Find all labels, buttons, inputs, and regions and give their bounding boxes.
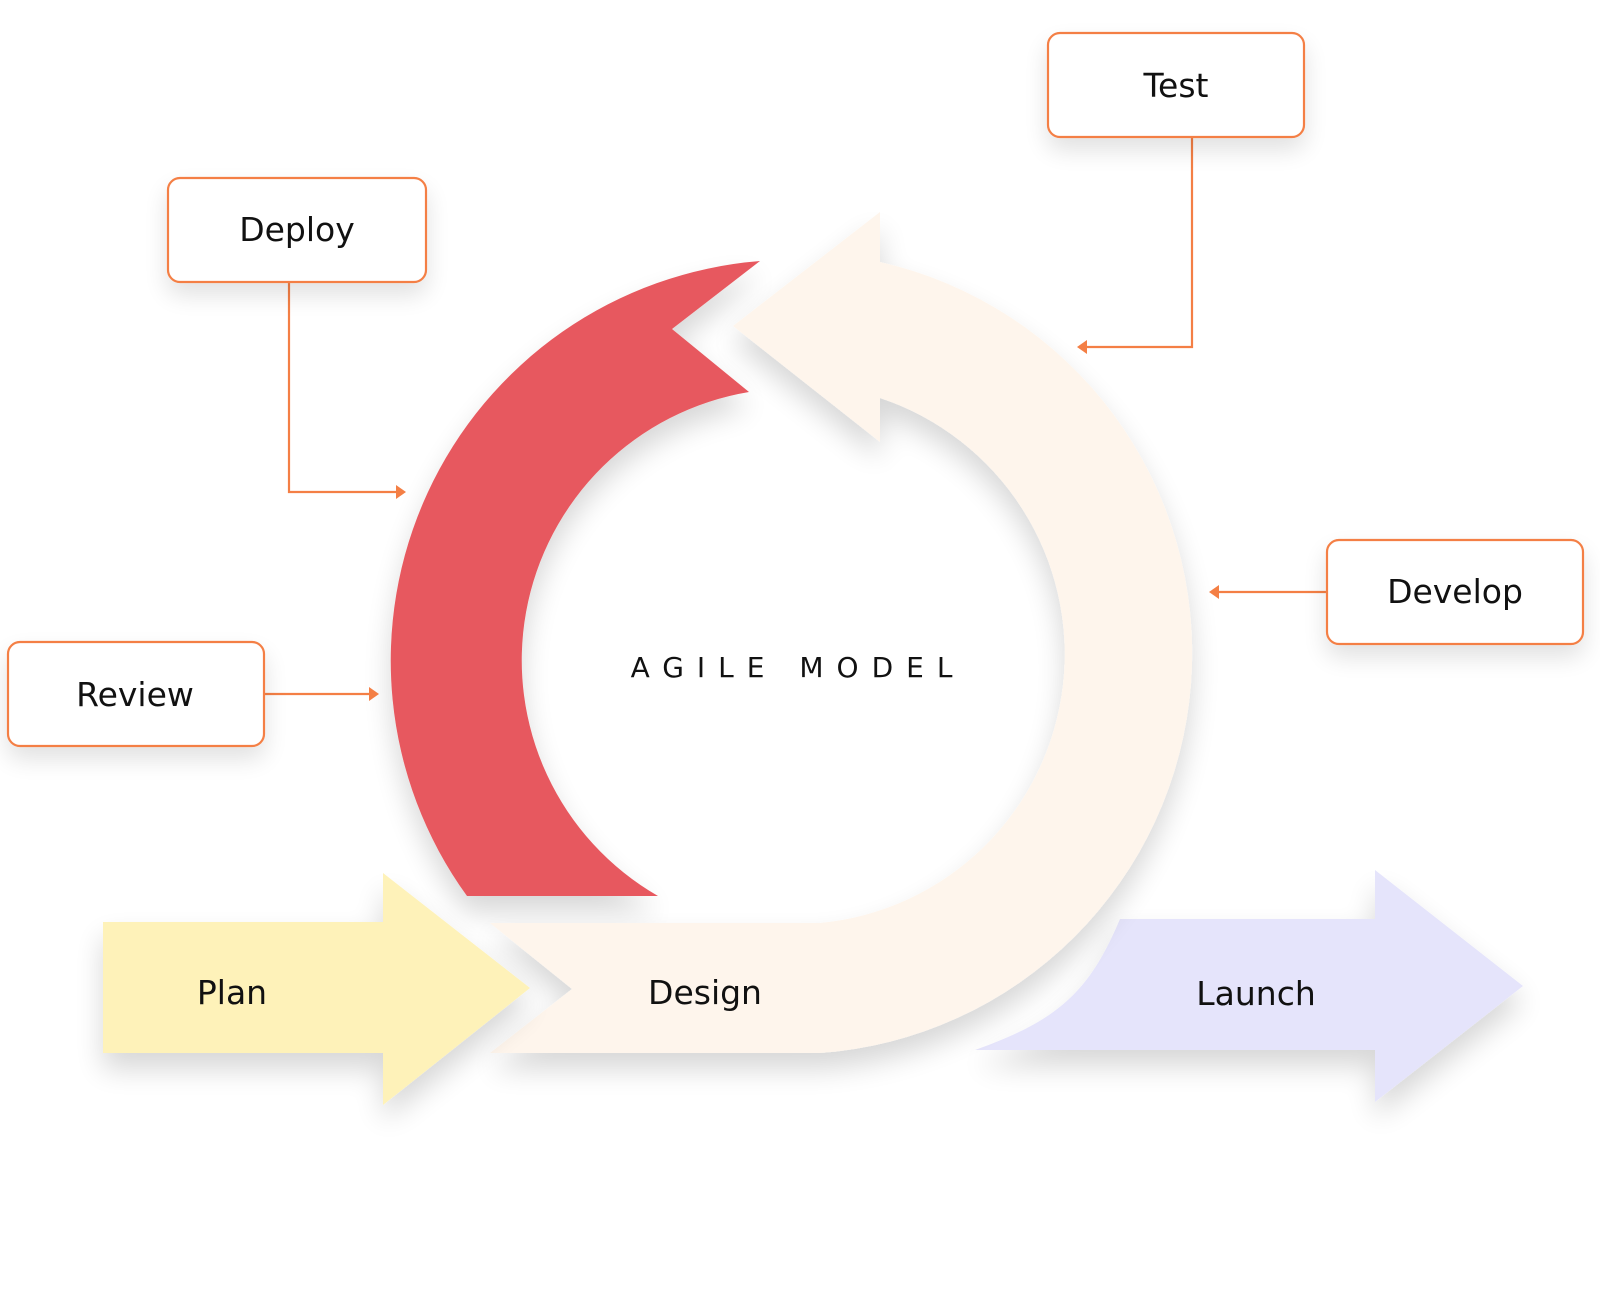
connectors: [264, 137, 1327, 701]
deploy-box[interactable]: [166, 176, 428, 284]
design-label: Design: [648, 973, 762, 1012]
develop-box-label: Develop: [1387, 572, 1523, 611]
review-box[interactable]: [6, 640, 266, 748]
diagram-title: AGILE MODEL: [631, 651, 966, 684]
plan-label: Plan: [197, 973, 267, 1012]
review-box-label: Review: [76, 675, 194, 714]
plan-arrow: [103, 873, 530, 1105]
test-box-label: Test: [1143, 66, 1209, 105]
test-connector: [1086, 137, 1194, 349]
review-deploy-arc: [390, 261, 760, 896]
test-box[interactable]: [1046, 31, 1306, 139]
develop-arrowhead-icon: [1209, 585, 1219, 599]
develop-test-arc: [490, 212, 1193, 1053]
develop-box[interactable]: [1325, 538, 1585, 646]
deploy-arrowhead-icon: [396, 485, 406, 499]
deploy-connector: [287, 282, 397, 494]
test-arrowhead-icon: [1077, 340, 1087, 354]
launch-label: Launch: [1196, 974, 1316, 1013]
launch-arrow: [975, 870, 1523, 1102]
deploy-box-label: Deploy: [239, 210, 355, 249]
review-arrowhead-icon: [369, 687, 379, 701]
